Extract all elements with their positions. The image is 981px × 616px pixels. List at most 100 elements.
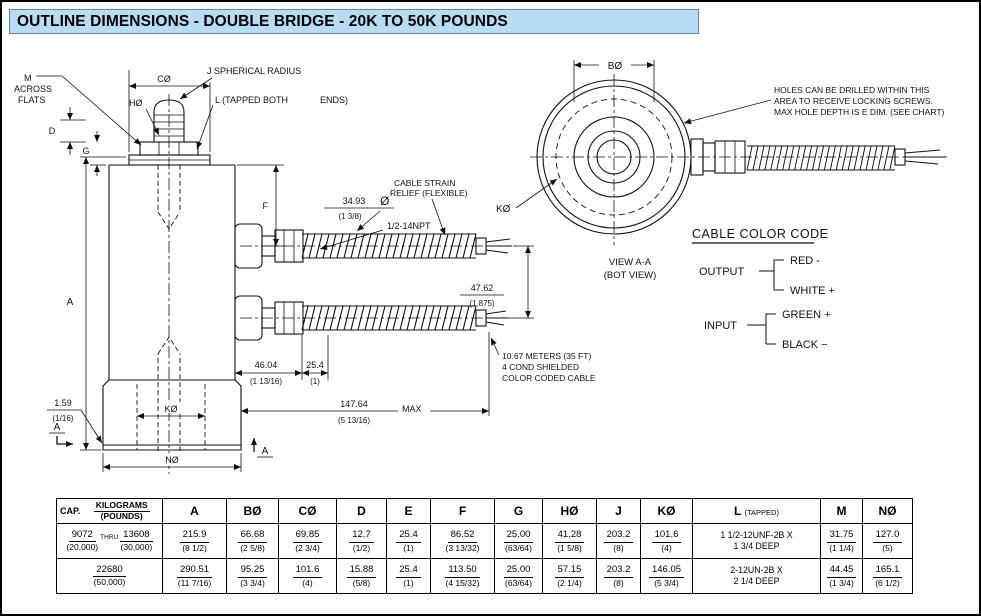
dimension-lines (36, 60, 814, 472)
value-cell: 66.68(2 5/8) (226, 523, 279, 559)
max-len-mm: 147.64 (340, 399, 368, 409)
mm-value: 9072 (68, 529, 96, 543)
input-bracket (747, 313, 776, 345)
value-cell: 113.50(4 15/32) (430, 558, 495, 594)
input-label: INPUT (704, 320, 737, 332)
bot-view-label: (BOT VIEW) (604, 270, 657, 281)
d-label: D (49, 126, 56, 136)
table-header-row: CAP. KILOGRAMS(POUNDS) A BØ CØ D E F G H… (56, 498, 913, 524)
value-cell: 44.45(1 3/4) (820, 558, 863, 594)
value-cell: 95.25(3 3/4) (226, 558, 279, 594)
drawing-labels: M ACROSS FLATS CØ J SPHERICAL RADIUS HØ … (14, 61, 945, 465)
npt-label: 1/2-14NPT (387, 221, 431, 231)
header-j: J (596, 498, 641, 524)
value-cell: 25.4(1) (386, 558, 431, 594)
top-view-conduit (746, 145, 896, 171)
value-cell: 203.2(8) (596, 523, 641, 559)
lip-mm: 1.59 (54, 398, 72, 408)
output-wire-red: RED - (790, 255, 820, 267)
flats-label: FLATS (18, 95, 45, 105)
l-leader (196, 104, 214, 150)
f-label: F (263, 201, 269, 211)
value-cell: 41.28(1 5/8) (542, 523, 597, 559)
holes-note-leader (683, 99, 772, 125)
input-wire-green: GREEN + (782, 309, 831, 321)
value-cell: 31.75(1 1/4) (820, 523, 863, 559)
j-leader (179, 77, 213, 100)
top-view-centerlines (530, 74, 950, 245)
n-dia-label: NØ (165, 455, 179, 465)
header-d: D (336, 498, 387, 524)
header-cap: CAP. KILOGRAMS(POUNDS) (56, 498, 163, 524)
header-e: E (386, 498, 431, 524)
npt-leader (319, 229, 384, 250)
l-tapped-label-1: L (TAPPED BOTH (215, 95, 288, 105)
m-label: M (24, 73, 32, 83)
k-dia-label-side: KØ (164, 404, 177, 414)
lip-in: (1/16) (53, 414, 74, 423)
cable-color-code-title: CABLE COLOR CODE (692, 227, 829, 241)
value-cell: 165.1(6 1/2) (862, 558, 913, 594)
hex-len-mm: 46.04 (255, 360, 278, 370)
section-arrow-left (56, 436, 73, 447)
thru-label: THRU (100, 533, 119, 541)
value-cell: 101.6(4) (640, 523, 693, 559)
npt-len-mm: 25.4 (306, 360, 324, 370)
view-aa-label: VIEW A-A (609, 257, 652, 268)
section-a-label-left: A (54, 422, 61, 433)
input-wire-black: BLACK − (782, 339, 828, 351)
value-cell: 12.7(1/2) (336, 523, 387, 559)
section-a-label-bottom: A (262, 446, 269, 457)
cable-note-line-3: COLOR CODED CABLE (502, 373, 596, 383)
h-leader (145, 108, 160, 136)
header-c: CØ (278, 498, 337, 524)
cap-cell: 22680(50,000) (56, 558, 163, 594)
header-m: M (820, 498, 863, 524)
value-cell: 203.2(8) (596, 558, 641, 594)
conduit-dia-mm: 34.93 (343, 196, 366, 206)
holes-note-line-3: MAX HOLE DEPTH IS E DIM. (SEE CHART) (774, 107, 945, 117)
max-len-in: (5 13/16) (338, 416, 370, 425)
header-g: G (494, 498, 543, 524)
value-cell: 15.88(5/8) (336, 558, 387, 594)
value-cell: 25.4(1) (386, 523, 431, 559)
cable-note-line-1: 10.67 METERS (35 FT) (502, 351, 591, 361)
cable-note-line-2: 4 COND SHIELDED (502, 362, 579, 372)
header-n: NØ (862, 498, 913, 524)
value-cell: 290.51(11 7/16) (162, 558, 227, 594)
in-value: (20,000) (66, 542, 99, 553)
title-bar: OUTLINE DIMENSIONS - DOUBLE BRIDGE - 20K… (9, 9, 699, 34)
l-tapped-label-2: ENDS) (320, 95, 348, 105)
strain-relief-label-2: RELIEF (FLEXIBLE) (390, 188, 468, 198)
a-label: A (67, 297, 74, 308)
load-cell-side-view (102, 99, 512, 451)
spacing-in: (1.875) (469, 299, 495, 308)
header-b: BØ (226, 498, 279, 524)
cable-note-leader (490, 337, 500, 356)
value-cell: 57.15(2 1/4) (542, 558, 597, 594)
conduit-dia-in: (1 3/8) (338, 212, 361, 221)
output-bracket (759, 259, 784, 291)
strain-relief-label-1: CABLE STRAIN (394, 178, 455, 188)
value-cell: 101.6(4) (278, 558, 337, 594)
hex-len-in: (1 13/16) (250, 377, 282, 386)
holes-note-line-2: AREA TO RECEIVE LOCKING SCREWS. (774, 96, 933, 106)
across-label: ACROSS (14, 84, 52, 94)
header-a: A (162, 498, 227, 524)
spacing-mm: 47.62 (471, 283, 494, 293)
value-cell: 215.9(8 1/2) (162, 523, 227, 559)
holes-note-line-1: HOLES CAN BE DRILLED WITHIN THIS (774, 85, 930, 95)
output-label: OUTPUT (699, 266, 745, 278)
max-label: MAX (402, 404, 422, 414)
mm-value: 22680 (93, 564, 126, 578)
page-title: OUTLINE DIMENSIONS - DOUBLE BRIDGE - 20K… (17, 12, 508, 30)
in-value: (30,000) (120, 542, 153, 553)
cap-cell: 9072(20,000) THRU 13608(30,000) (56, 523, 163, 559)
value-cell: 25.00(63/64) (494, 523, 543, 559)
k-dia-label-top: KØ (496, 204, 511, 215)
value-cell: 127.0(5) (862, 523, 913, 559)
